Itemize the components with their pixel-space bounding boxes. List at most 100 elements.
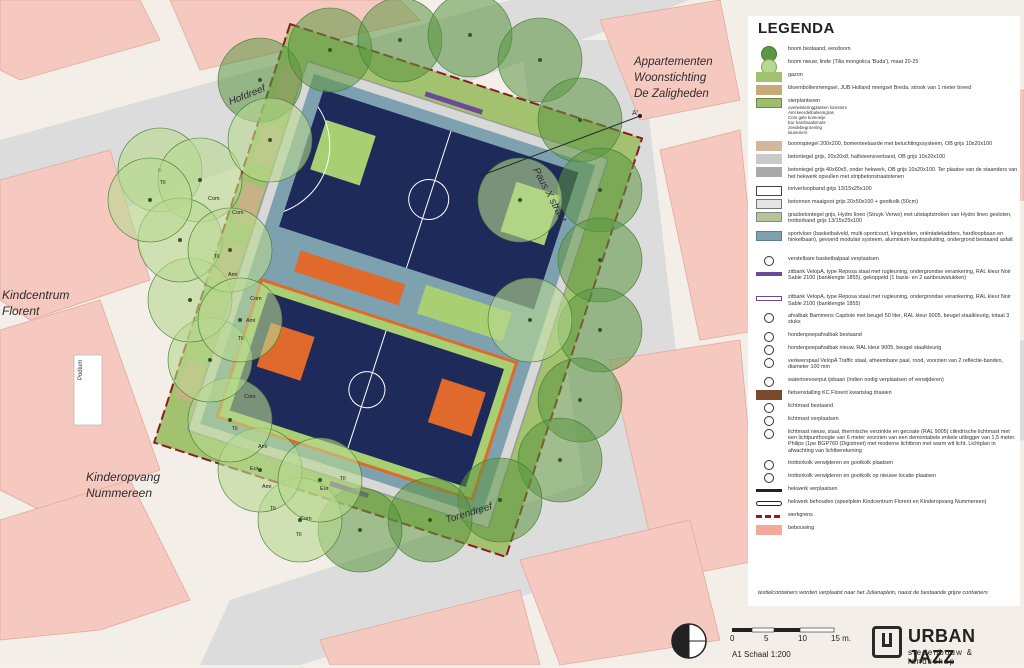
- agility-ladders: [416, 284, 512, 342]
- legend-item-label: fietsenstalling KC Florent kwartslag dra…: [788, 389, 892, 396]
- tree-trunk-icon: [228, 248, 232, 252]
- legend-item-label: betonnen maaigoot grijs 20x50x100 + goot…: [788, 198, 918, 205]
- tree-species-tag: Com: [300, 516, 312, 522]
- building-swatch: [756, 525, 782, 536]
- lawn-swatch: [756, 72, 782, 82]
- dog-bin-existing-icon: [764, 331, 774, 342]
- tree-species-tag: Til: [296, 532, 302, 538]
- tree-species-tag: Com: [232, 210, 244, 216]
- building: [0, 479, 191, 641]
- three-point-arc: [283, 106, 331, 212]
- tree-species-tag: Eur: [320, 486, 329, 492]
- scale-bar: 0 5 10 15 m. A1 Schaal 1:200: [728, 626, 868, 660]
- legend-item-label: boom nieuw, linde (Tilia mongolica 'Buda…: [788, 59, 919, 65]
- tree-trunk-icon: [208, 358, 212, 362]
- legend-item-label: inriverloopband grijs 13/15x25x100: [788, 185, 872, 192]
- section-marker-icon: [638, 114, 642, 118]
- tree-trunk-icon: [238, 318, 242, 322]
- tree-trunk-icon: [198, 178, 202, 182]
- legend-item-label: zitbank VelopA, type Reposa staal met ru…: [788, 294, 1011, 307]
- legend-item-label: sierplantsoen: [788, 98, 821, 104]
- section-line: [479, 115, 641, 177]
- brand-tagline: stedenbouw & landschap: [908, 648, 974, 666]
- tree-trunk-icon: [578, 398, 582, 402]
- legend-item-label: verstelbare basketbalpaal verplaatsen: [788, 255, 879, 262]
- running-track: [293, 250, 406, 306]
- tree-trunk-icon: [228, 418, 232, 422]
- court-key-left: [310, 119, 376, 186]
- tree-trunk-icon: [598, 328, 602, 332]
- tree-species-tag: Ami: [258, 444, 267, 450]
- dog-bin-new-icon: [764, 344, 774, 355]
- tree-species-tag: Ami: [262, 484, 271, 490]
- section-marker-label: A': [632, 110, 639, 117]
- mowing-edge-swatch: [756, 198, 782, 209]
- legend-item-label: afvalbak Bammens Capitole met beugel 50 …: [788, 312, 1010, 326]
- gully-remove-icon: [764, 460, 774, 471]
- legend-item-label: hekwerk behouden (speelplein Kindcentrum…: [788, 499, 987, 506]
- fence-move-swatch: [756, 489, 782, 493]
- scale-label: A1 Schaal 1:200: [732, 650, 791, 659]
- legend-item-label: werkgrens: [788, 512, 813, 519]
- tree-species-tag: Til: [340, 476, 346, 482]
- apartments-label: Appartementen Woonstichting De Zalighede…: [634, 56, 713, 100]
- legend-item-label: betontegel grijs, 20x20x8, halfsteensver…: [788, 154, 946, 161]
- tree-layer: TilComComTilAmiComAmiTilComTilAmiEurAmiT…: [107, 0, 643, 573]
- legend-item-label: boomspiegel 200x200, bomenteelaarde met …: [788, 141, 993, 148]
- tree-trunk-icon: [538, 58, 542, 62]
- bench-swatch: [756, 271, 782, 276]
- legend-item-label: lichtmast nieuw, staal, thermische verzi…: [788, 428, 1016, 454]
- legend-sub-label: zeedebegroening: [788, 125, 822, 130]
- legend-note: textielcontainers worden verplaatst naar…: [758, 590, 988, 596]
- legend-item-label: boom bestaand, eesdoorn: [788, 46, 851, 52]
- legend-title: LEGENDA: [758, 20, 835, 37]
- legend-item-label: hondenpoepafvalbak bestaand: [788, 331, 862, 338]
- podium-label: Podium: [78, 359, 84, 380]
- traffic-post-icon: [764, 357, 774, 368]
- legend-panel: LEGENDA boom bestaand, eesdoorn boom nieu…: [748, 16, 1020, 606]
- scale-tick: 10: [798, 634, 807, 643]
- legend-item-label: watertoevoerput ijsbaan (indien nodig ve…: [788, 376, 944, 383]
- urban-jazz-logo: URBAN JAZZ stedenbouw & landschap: [872, 626, 1022, 667]
- tree-trunk-icon: [398, 38, 402, 42]
- legend-sub-label: Eur kardinaalsmuts: [788, 120, 826, 125]
- tree-species-tag: Eur: [250, 466, 259, 472]
- tree-species-tag: Com: [244, 394, 256, 400]
- curb-swatch: [756, 185, 782, 196]
- tree-species-tag: Ami: [246, 318, 255, 324]
- lower-key-right: [427, 378, 486, 437]
- tree-trunk-icon: [598, 188, 602, 192]
- tree-trunk-icon: [268, 138, 272, 142]
- legend-item-label: grasbetontegel grijs, Hydro lineo (Struy…: [788, 211, 1012, 225]
- tree-trunk-icon: [148, 198, 152, 202]
- legend-item-label: lichtmast verplaatsen: [788, 415, 839, 422]
- bench-single-swatch: [756, 296, 782, 302]
- scale-tick: 0: [730, 634, 735, 643]
- tree-trunk-icon: [258, 468, 262, 472]
- grass-tile-swatch: [756, 211, 782, 222]
- legend-item-label: verkeerspaal VelopA Traffic staal, afnee…: [788, 357, 1004, 371]
- tree-trunk-icon: [558, 458, 562, 462]
- tree-species-tag: Til: [160, 180, 166, 186]
- tree-species-tag: Ami: [228, 272, 237, 278]
- basketball-post-icon: [764, 255, 774, 266]
- fence-keep-swatch: [756, 501, 782, 507]
- legend-item-label: bebouwing: [788, 525, 815, 532]
- tree-trunk-icon: [528, 318, 532, 322]
- lamp-moved-icon: [764, 415, 774, 426]
- tree-trunk-icon: [178, 238, 182, 242]
- scale-tick: 5: [764, 634, 769, 643]
- north-arrow-icon: [671, 623, 707, 659]
- bin-icon: [764, 312, 774, 323]
- tree-species-tag: Til: [232, 426, 238, 432]
- work-boundary-swatch: [756, 515, 782, 519]
- tree-trunk-icon: [358, 528, 362, 532]
- court-layer: [479, 114, 642, 177]
- legend-item-label: lichtmast bestaand: [788, 402, 833, 409]
- legend-item-label: hekwerk verplaatsen: [788, 486, 838, 493]
- tree-species-tag: Til: [238, 336, 244, 342]
- tree-species-tag: Com: [208, 196, 220, 202]
- legend-item-label: trottoirkolk verwijderen en gootkolk pla…: [788, 460, 893, 467]
- tree-trunk-icon: [428, 518, 432, 522]
- building: [519, 519, 721, 665]
